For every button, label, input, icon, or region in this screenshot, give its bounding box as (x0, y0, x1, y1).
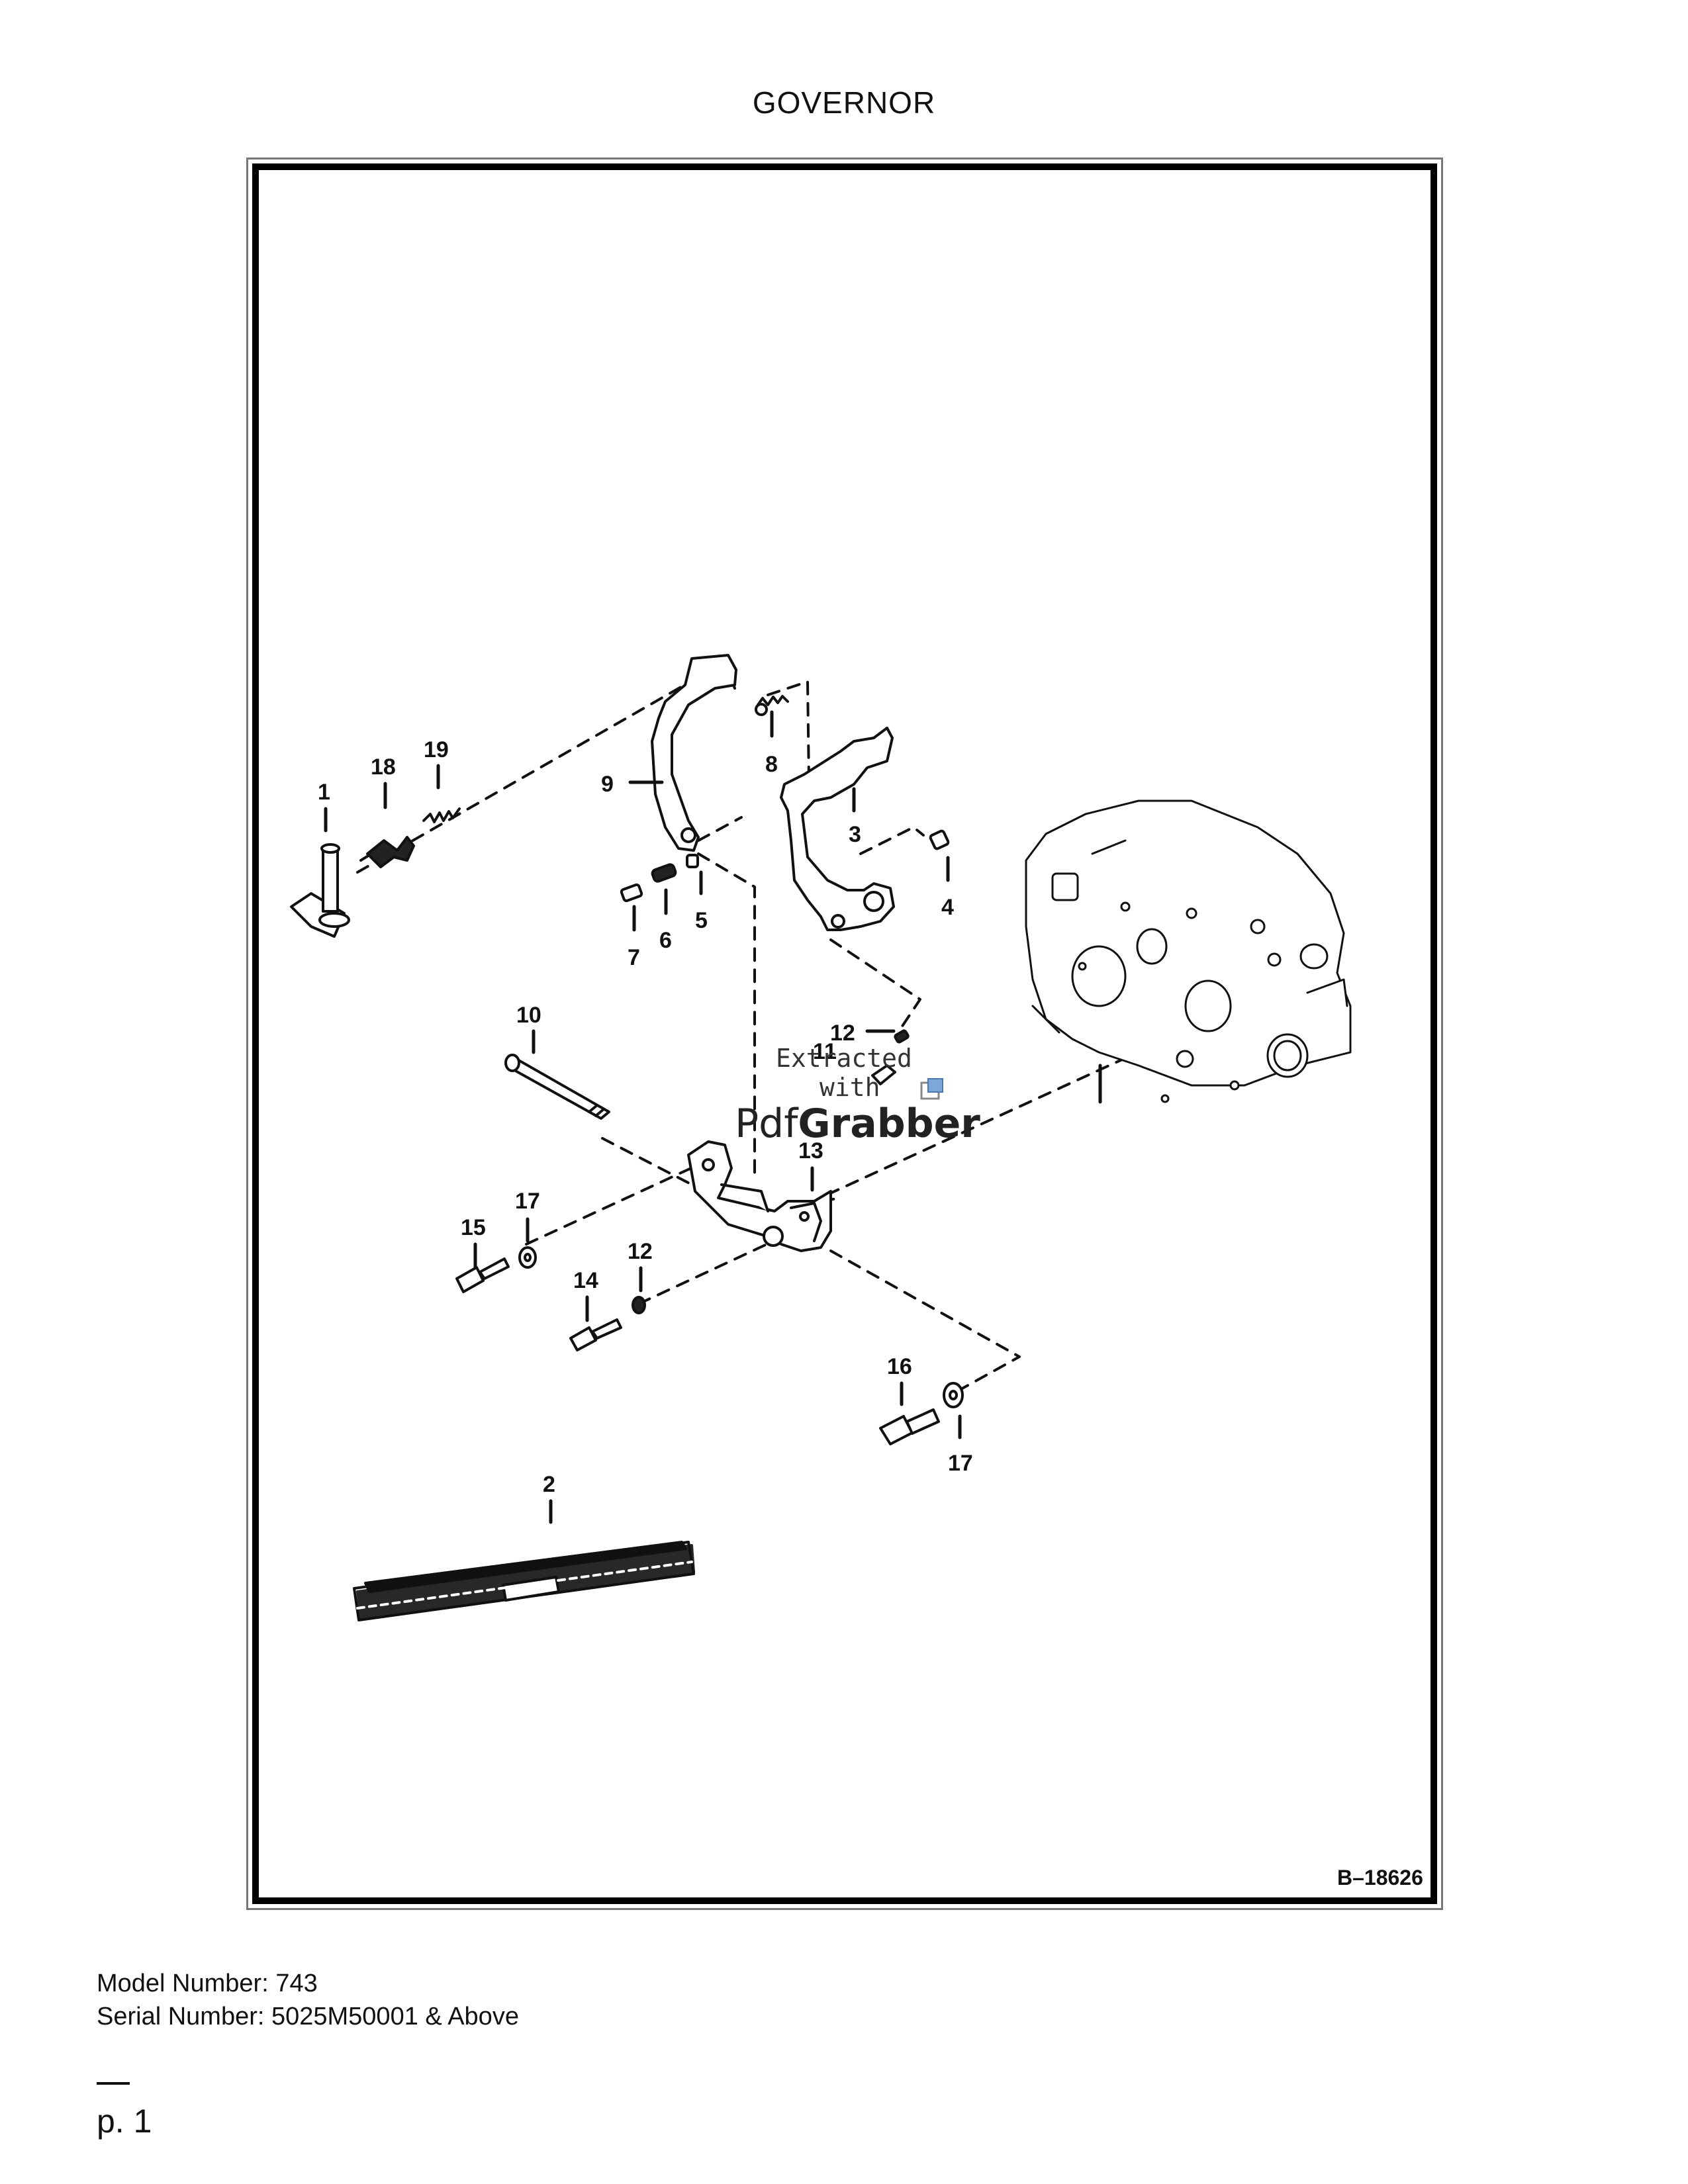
callout-4: 4 (941, 895, 954, 920)
part-19-spring (359, 836, 415, 868)
callout-16: 15 (461, 1215, 486, 1240)
callout-5: 5 (695, 908, 708, 933)
part-4-plug (929, 829, 950, 850)
watermark-line1: Extracted (776, 1044, 912, 1073)
part-3-fork-lever (780, 727, 895, 931)
part-2-gasket-plate (353, 1541, 695, 1621)
callout-3: 3 (849, 822, 861, 847)
part-9-governor-lever (651, 654, 737, 852)
part-20-spring (422, 807, 461, 823)
watermark-brand: PdfGrabber (735, 1101, 980, 1147)
callout-17: 17 (948, 1451, 973, 1476)
leader-lines (324, 710, 1102, 1524)
callout-18: 17 (515, 1189, 540, 1214)
part-5-collar (686, 854, 699, 868)
engine-gear-case (1025, 799, 1352, 1103)
callout-20: 19 (424, 737, 449, 762)
part-12-washer-upper (894, 1029, 910, 1044)
callout-11: 11 (813, 1039, 837, 1064)
callout-19: 18 (371, 754, 396, 780)
part-10-shaft (504, 1054, 610, 1120)
serial-number: Serial Number: 5025M50001 & Above (97, 2003, 519, 2030)
part-7-screw (620, 883, 643, 903)
page-number: p. 1 (97, 2103, 152, 2140)
watermark-line2: with (820, 1073, 880, 1102)
callout-6: 6 (659, 928, 672, 953)
page-title: GOVERNOR (752, 85, 936, 120)
callout-13: 13 (798, 1138, 823, 1163)
part-13-governor-shaft-bracket (687, 1140, 832, 1252)
part-6-spring (651, 863, 677, 883)
model-info: Model Number: 743 Serial Number: 5025M50… (97, 1967, 519, 2033)
callout-2: 2 (543, 1472, 555, 1497)
part-8-spring (755, 695, 789, 716)
callout-14: 14 (573, 1268, 598, 1293)
callout-1: 1 (318, 780, 330, 805)
part-18-washer (518, 1246, 537, 1269)
part-15-bolt (879, 1408, 940, 1445)
figure-reference: B–18626 (1337, 1866, 1423, 1889)
callout-10: 10 (516, 1003, 541, 1028)
callout-7: 7 (628, 945, 640, 970)
part-16-bolt (455, 1257, 510, 1293)
part-12-washer-lower (632, 1296, 646, 1314)
callout-9: 9 (601, 772, 614, 797)
callout-12-upper: 12 (830, 1021, 855, 1046)
pdfgrabber-watermark: Extracted with PdfGrabber (735, 1044, 980, 1147)
page-divider (97, 2082, 130, 2085)
part-17-washer (943, 1382, 964, 1408)
model-number: Model Number: 743 (97, 1970, 318, 1997)
callouts: 1 18 19 9 8 3 4 5 6 7 10 12 11 13 17 15 … (318, 737, 973, 1497)
callout-15: 16 (887, 1354, 912, 1379)
part-11-pin (871, 1064, 896, 1085)
callout-8: 8 (765, 752, 778, 777)
part-1-governor-lever-pin (290, 843, 350, 938)
diagram-border (252, 163, 1437, 1904)
part-14-bolt (569, 1318, 622, 1351)
callout-12-lower: 12 (628, 1239, 653, 1264)
